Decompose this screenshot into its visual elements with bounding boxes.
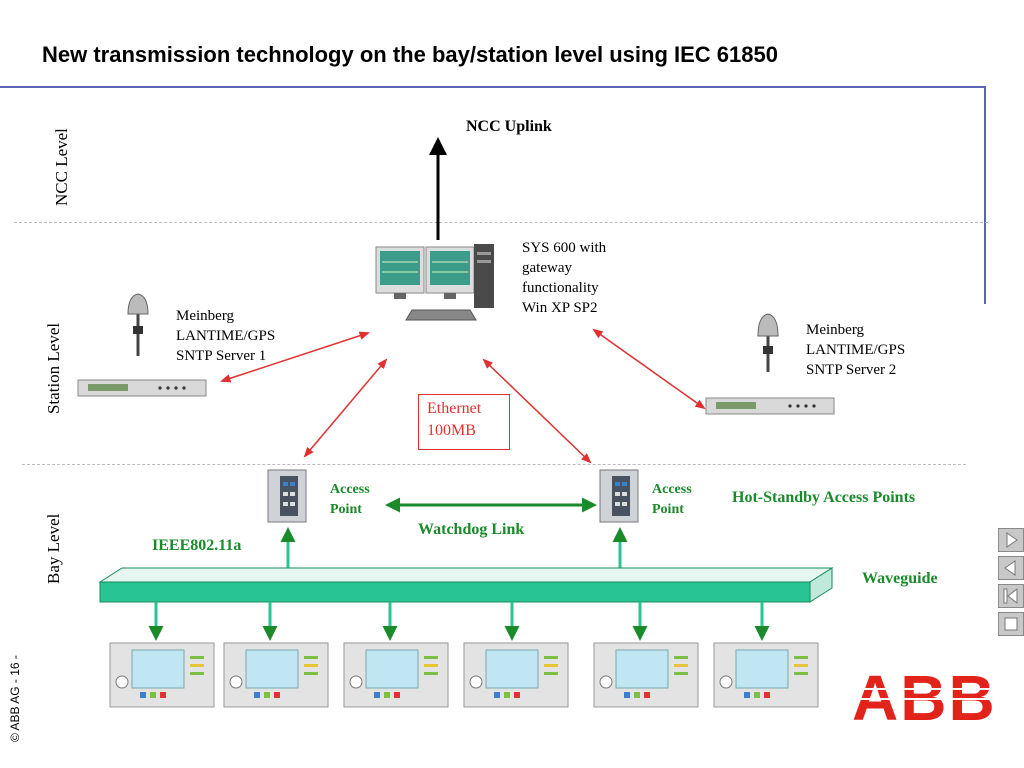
sys600-line: SYS 600 with: [522, 240, 607, 256]
gps1-line: SNTP Server 1: [176, 348, 267, 364]
stop-icon: [1004, 617, 1018, 631]
abb-logo: ABB: [850, 662, 995, 734]
page-title: New transmission technology on the bay/s…: [42, 42, 778, 67]
sys600-label: SYS 600 with gateway functionality Win X…: [522, 238, 606, 318]
title-divider: [0, 86, 986, 88]
access-point-line: Point: [330, 502, 362, 517]
sys600-line: Win XP SP2: [522, 300, 598, 316]
gps-server-rack-2: [705, 397, 835, 415]
play-next-icon: [1006, 532, 1018, 548]
station-bay-divider: [22, 464, 966, 465]
protection-relay-icon: [223, 642, 329, 708]
previous-slide-button[interactable]: [998, 556, 1024, 580]
access-point-line: Point: [652, 502, 684, 517]
ncc-station-divider: [14, 222, 988, 223]
sys600-line: gateway: [522, 260, 572, 276]
access-point-right-label: Access Point: [652, 480, 692, 520]
right-border: [984, 86, 986, 304]
copyright-footer: © ABB AG - 16 -: [8, 655, 22, 742]
gps-antenna-icon: [757, 313, 779, 372]
play-previous-icon: [1004, 560, 1016, 576]
ethernet-line: Ethernet: [427, 400, 482, 417]
protection-relay-icon: [109, 642, 215, 708]
access-point-line: Access: [652, 482, 692, 497]
ethernet-line: 100MB: [427, 422, 476, 439]
waveguide-label: Waveguide: [862, 570, 938, 587]
gps2-label: Meinberg LANTIME/GPS SNTP Server 2: [806, 320, 905, 380]
gps2-line: SNTP Server 2: [806, 362, 897, 378]
gps-server-rack-1: [77, 379, 207, 397]
skip-first-icon: [1003, 587, 1018, 605]
protection-relay-icon: [713, 642, 819, 708]
protection-relay-icon: [343, 642, 449, 708]
protection-relay-icon: [463, 642, 569, 708]
gps2-line: LANTIME/GPS: [806, 342, 906, 358]
next-slide-button[interactable]: [998, 528, 1024, 552]
ethernet-box: Ethernet 100MB: [418, 394, 510, 450]
access-point-line: Access: [330, 482, 370, 497]
gps-antenna-icon: [127, 293, 149, 356]
access-point-left-label: Access Point: [330, 480, 370, 520]
end-show-button[interactable]: [998, 612, 1024, 636]
access-point-switch-icon: [599, 469, 639, 523]
ncc-uplink-label: NCC Uplink: [466, 118, 552, 135]
gps1-label: Meinberg LANTIME/GPS SNTP Server 1: [176, 306, 275, 366]
protection-relay-icon: [593, 642, 699, 708]
gps1-line: Meinberg: [176, 308, 235, 324]
gps2-line: Meinberg: [806, 322, 865, 338]
hot-standby-label: Hot-Standby Access Points: [732, 489, 916, 506]
ieee-label: IEEE802.11a: [152, 537, 242, 554]
first-slide-button[interactable]: [998, 584, 1024, 608]
sys600-line: functionality: [522, 280, 599, 296]
gps1-line: LANTIME/GPS: [176, 328, 276, 344]
waveguide-bar: [98, 567, 834, 603]
watchdog-link-label: Watchdog Link: [418, 521, 525, 538]
server-computer-icon: [375, 244, 494, 321]
access-point-switch-icon: [267, 469, 307, 523]
